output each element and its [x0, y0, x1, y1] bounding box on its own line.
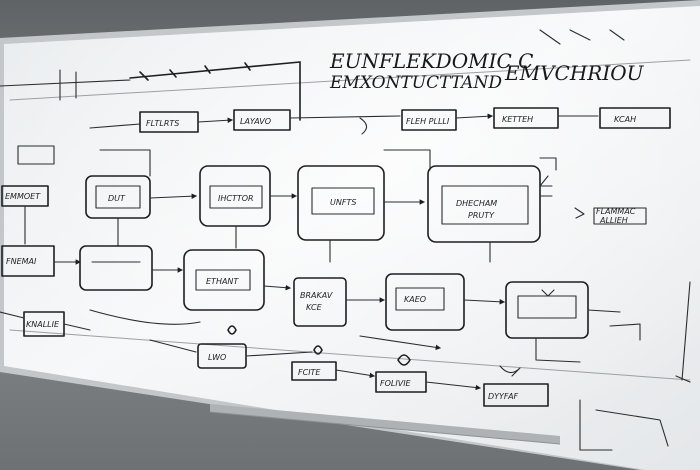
top-label-4: KETTEH: [502, 115, 533, 124]
right-label-2: ALLIEH: [599, 216, 628, 225]
left-label-3: KNALLIE: [26, 320, 60, 329]
bottom-label-1: LWO: [208, 353, 226, 362]
top-row: FLTLRTS LAYAVO FLEH PLLLI KETTEH KCAH: [89, 107, 671, 135]
right-note: FLAMMAC ALLIEH: [574, 207, 647, 225]
middle-row: DUT IHCTTOR UNFTS DHECHAM PRUTY: [85, 149, 557, 263]
top-label-5: KCAH: [614, 115, 636, 124]
bottom-label-2: FCITE: [298, 368, 321, 377]
mid-label-3: UNFTS: [330, 198, 356, 207]
left-label-1: EMMOET: [5, 192, 41, 201]
lower-label-3: KCE: [306, 303, 323, 312]
title-line-3: EMVCHRIOU: [504, 61, 645, 85]
mid-label-5: PRUTY: [468, 211, 495, 220]
right-label-1: FLAMMAC: [596, 207, 636, 216]
bottom-label-3: FOLIVIE: [380, 379, 412, 388]
top-label-1: FLTLRTS: [146, 119, 179, 128]
lower-label-1: ETHANT: [206, 277, 239, 286]
lower-row: ETHANT BRAKAV KCE KAEO: [79, 245, 641, 363]
mid-label-2: IHCTTOR: [218, 194, 254, 203]
top-label-3: FLEH PLLLI: [406, 117, 450, 126]
left-column: EMMOET FNEMAI KNALLIE: [0, 145, 91, 337]
lower-label-4: KAEO: [404, 295, 426, 304]
lower-label-2: BRAKAV: [300, 291, 333, 300]
mid-label-1: DUT: [108, 194, 126, 203]
title-line-2: EMXONTUCTTAND: [329, 73, 502, 93]
marker-tray: [210, 404, 560, 444]
bottom-label-4: DYYFAF: [488, 392, 519, 401]
top-label-2: LAYAVO: [240, 117, 271, 126]
bottom-row: LWO FCITE FOLIVIE DYYFAF: [89, 309, 669, 451]
left-label-2: FNEMAI: [6, 257, 37, 266]
mid-label-4: DHECHAM: [456, 199, 497, 208]
title-line-1: EUNFLEKDOMIC C: [329, 49, 533, 73]
